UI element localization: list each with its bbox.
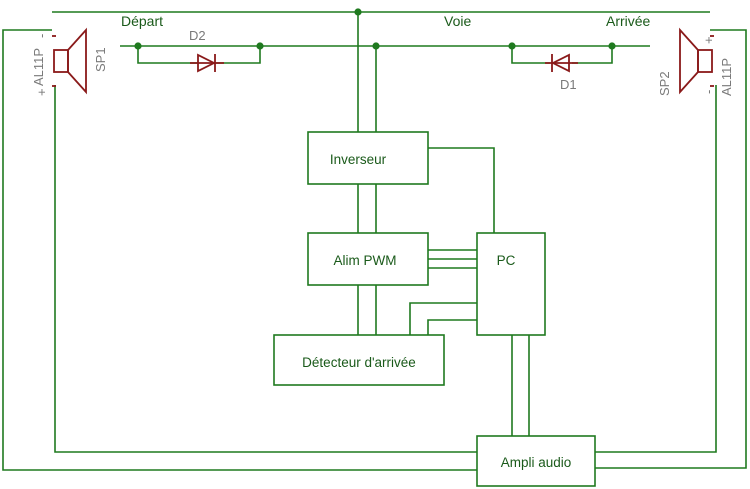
det-pc-wire-2 bbox=[427, 319, 477, 335]
d2-left-wire bbox=[137, 46, 198, 64]
ampli-audio-label: Ampli audio bbox=[501, 455, 572, 470]
junction-dot-voie bbox=[372, 42, 380, 50]
pc-label: PC bbox=[497, 253, 516, 268]
speaker-sp2 bbox=[679, 27, 714, 95]
sp1-label: SP1 bbox=[93, 47, 108, 72]
diode-d1 bbox=[545, 53, 578, 73]
ampli-sp2-wire bbox=[595, 85, 717, 453]
block-inverseur: Inverseur bbox=[307, 131, 429, 185]
junction-dot-d2-right bbox=[256, 42, 264, 50]
junction-dot-d1-left bbox=[508, 42, 516, 50]
junction-dot-arrivee bbox=[608, 42, 616, 50]
block-detecteur: Détecteur d'arrivée bbox=[273, 334, 445, 386]
junction-dot-depart bbox=[134, 42, 142, 50]
d2-right-wire bbox=[216, 46, 261, 64]
block-pc: PC bbox=[476, 232, 546, 336]
sp2-plus-label: + bbox=[701, 36, 716, 44]
speaker-sp1 bbox=[52, 27, 87, 95]
junction-dot-top bbox=[354, 8, 362, 16]
wires bbox=[2, 11, 747, 471]
arrivee-label: Arrivée bbox=[606, 13, 651, 29]
d2-label: D2 bbox=[189, 28, 206, 43]
sp1-minus-label: - bbox=[34, 34, 49, 38]
block-alim-pwm: Alim PWM bbox=[307, 232, 429, 286]
depart-label: Départ bbox=[121, 13, 163, 29]
d1-right-wire bbox=[572, 46, 613, 64]
inverseur-label: Inverseur bbox=[330, 152, 387, 167]
ampli-sp1-wire bbox=[54, 85, 477, 453]
d1-left-wire bbox=[511, 46, 550, 64]
alim-pwm-label: Alim PWM bbox=[334, 253, 397, 268]
detecteur-label: Détecteur d'arrivée bbox=[302, 355, 416, 370]
inv-pc-wire bbox=[428, 147, 495, 233]
junction-dots bbox=[134, 8, 616, 50]
ampli-sp2-outer-wire bbox=[595, 29, 747, 469]
al11p-right-label: AL11P bbox=[719, 58, 734, 96]
sp1-plus-label: + bbox=[34, 88, 49, 96]
d1-label: D1 bbox=[560, 77, 577, 92]
sp2-label: SP2 bbox=[657, 71, 672, 96]
block-ampli-audio: Ampli audio bbox=[476, 435, 596, 487]
ampli-sp1-outer-wire bbox=[2, 29, 477, 471]
al11p-left-label: AL11P bbox=[31, 48, 46, 86]
sp2-minus-label: - bbox=[701, 90, 716, 94]
voie-label: Voie bbox=[444, 13, 471, 29]
diode-d2 bbox=[190, 53, 224, 73]
det-pc-wire-1 bbox=[409, 302, 477, 335]
